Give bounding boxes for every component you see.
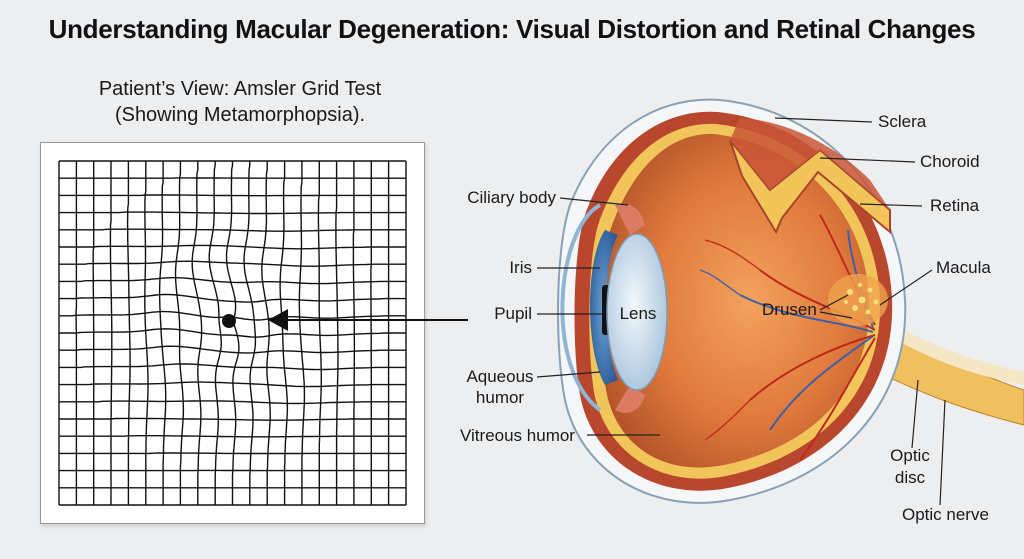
label-lens: Lens [619, 304, 657, 323]
page-title: Understanding Macular Degeneration: Visu… [48, 14, 976, 44]
grid-subtitle-line1: Patient’s View: Amsler Grid Test [98, 78, 382, 100]
grid-horizontal-line [59, 435, 406, 438]
grid-horizontal-line [59, 244, 406, 250]
ciliary-body-bottom [615, 385, 645, 413]
grid-horizontal-line [59, 381, 406, 388]
lens-shape [606, 233, 668, 391]
grid-horizontal-line [59, 260, 406, 267]
amsler-grid [58, 160, 407, 506]
grid-horizontal-line [59, 228, 406, 232]
label-choroid: Choroid [920, 152, 980, 171]
grid-horizontal-line [59, 400, 406, 405]
amsler-grid-panel [40, 142, 425, 524]
label-retina: Retina [930, 196, 980, 215]
label-optic-nerve: Optic nerve [902, 505, 989, 524]
optic-nerve-sheath [880, 318, 1024, 385]
grid-horizontal-line [59, 194, 406, 197]
label-aqueous-humor-line1: Aqueous [466, 367, 534, 386]
label-aqueous-humor-line2: humor [475, 388, 525, 407]
cornea [560, 203, 602, 412]
macula-area [828, 274, 888, 326]
grid-horizontal-line [59, 211, 406, 215]
label-sclera: Sclera [878, 112, 927, 131]
fixation-dot [222, 314, 236, 328]
label-pupil: Pupil [494, 304, 532, 323]
grid-horizontal-line [59, 345, 406, 354]
grid-horizontal-line [59, 277, 406, 285]
grid-subtitle-line2: (Showing Metamorphopsia). [114, 104, 366, 126]
drusen-spots [844, 283, 879, 315]
label-macula: Macula [936, 258, 991, 277]
label-ciliary-body: Ciliary body [467, 188, 556, 207]
label-iris: Iris [509, 258, 532, 277]
grid-horizontal-line [59, 363, 406, 371]
grid-horizontal-line [59, 452, 406, 455]
label-optic-disc-line2: disc [894, 468, 926, 487]
label-vitreous-humor: Vitreous humor [460, 426, 575, 445]
grid-horizontal-line [59, 328, 406, 338]
eye-interior [601, 133, 870, 468]
ciliary-body-top [615, 203, 645, 235]
grid-horizontal-line [59, 417, 406, 421]
label-optic-disc-line1: Optic [890, 446, 930, 465]
leader-lines [536, 117, 946, 506]
grid-horizontal-line [59, 293, 406, 303]
view-arrow-head [268, 309, 288, 331]
label-drusen: Drusen [762, 300, 817, 319]
